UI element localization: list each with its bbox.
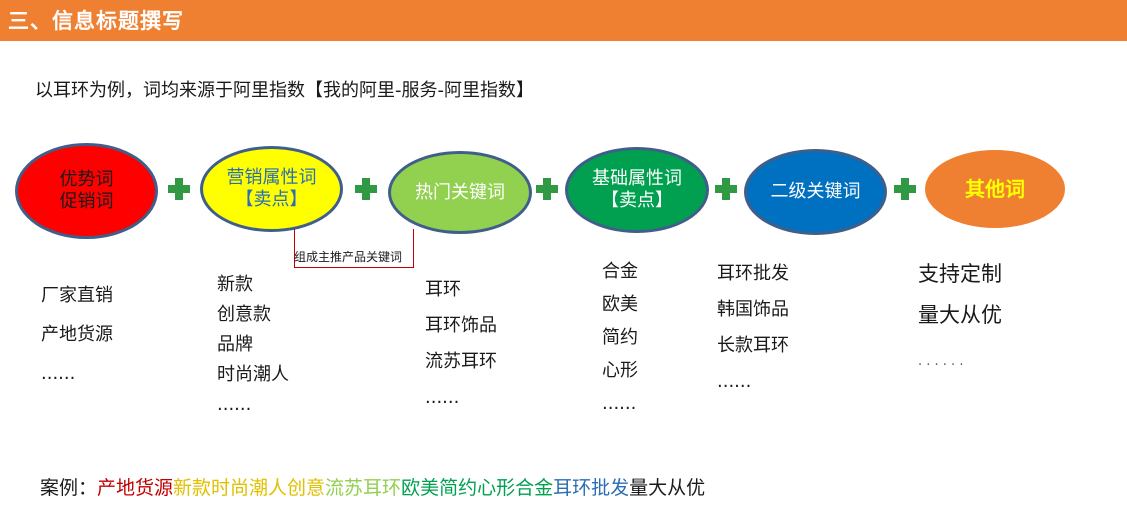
list-item: 产地货源 xyxy=(41,324,113,345)
node-label: 其他词 xyxy=(965,177,1025,201)
list-item: 量大从优 xyxy=(918,303,1002,327)
list-item: 简约 xyxy=(602,327,638,348)
list-item: · · · · · · xyxy=(918,358,964,373)
list-item: ...... xyxy=(217,394,252,415)
example-segment: 量大从优 xyxy=(629,477,706,499)
column-hot-keywords: 耳环 耳环饰品 流苏耳环 ...... xyxy=(425,272,497,416)
node-secondary-keywords: 二级关键词 xyxy=(744,149,887,235)
plus-icon xyxy=(168,178,190,200)
list-item: 厂家直销 xyxy=(41,285,113,306)
node-hot-keywords: 热门关键词 xyxy=(388,151,532,234)
list-item: 欧美 xyxy=(602,294,638,315)
list-item: 支持定制 xyxy=(918,262,1002,286)
example-segment: 耳环批发 xyxy=(553,477,630,499)
list-item: 长款耳环 xyxy=(717,335,789,356)
node-label: 优势词促销词 xyxy=(59,169,114,212)
list-item: 创意款 xyxy=(217,304,271,325)
list-item: ...... xyxy=(41,363,76,384)
page-title: 三、信息标题撰写 xyxy=(8,9,184,33)
example-segment: 流苏耳环 xyxy=(325,477,402,499)
node-advantage-words: 优势词促销词 xyxy=(15,143,158,239)
header-bar: 三、信息标题撰写 xyxy=(0,0,1127,41)
plus-icon xyxy=(715,178,737,200)
column-advantage-words: 厂家直销 产地货源 ...... xyxy=(41,276,113,393)
list-item: 耳环批发 xyxy=(717,263,789,284)
example-segment: 产地货源 xyxy=(97,477,174,499)
list-item: ...... xyxy=(717,371,752,392)
node-basic-attribute-words: 基础属性词【卖点】 xyxy=(565,147,709,233)
list-item: 合金 xyxy=(602,261,638,282)
node-label: 二级关键词 xyxy=(770,181,861,202)
example-segment: 新款时尚潮人创意 xyxy=(173,477,326,499)
list-item: 新款 xyxy=(217,274,253,295)
node-label: 基础属性词【卖点】 xyxy=(592,168,682,211)
list-item: 韩国饰品 xyxy=(717,299,789,320)
example-line: 案例：产地货源新款时尚潮人创意流苏耳环欧美简约心形合金耳环批发量大从优 xyxy=(40,473,705,500)
list-item: 心形 xyxy=(602,360,638,381)
plus-icon xyxy=(355,178,377,200)
node-label: 热门关键词 xyxy=(415,181,505,203)
node-marketing-attribute-words: 营销属性词【卖点】 xyxy=(200,146,343,232)
plus-icon xyxy=(536,178,558,200)
list-item: 流苏耳环 xyxy=(425,351,497,372)
column-secondary-keywords: 耳环批发 韩国饰品 长款耳环 ...... xyxy=(717,256,789,400)
list-item: ...... xyxy=(425,387,460,408)
column-marketing-words: 新款 创意款 品牌 时尚潮人 ...... xyxy=(217,270,289,420)
column-other-words: 支持定制 量大从优 · · · · · · xyxy=(918,254,1002,396)
column-basic-attribute-words: 合金 欧美 简约 心形 ...... xyxy=(602,255,638,420)
node-other-words: 其他词 xyxy=(925,150,1065,228)
plus-icon xyxy=(894,178,916,200)
bracket-connector xyxy=(294,229,414,268)
intro-text: 以耳环为例，词均来源于阿里指数【我的阿里-服务-阿里指数】 xyxy=(35,80,534,101)
bracket-label: 组成主推产品关键词 xyxy=(294,250,403,264)
example-segment: 欧美简约心形合金 xyxy=(401,477,554,499)
list-item: 时尚潮人 xyxy=(217,364,289,385)
list-item: ...... xyxy=(602,393,637,414)
list-item: 耳环饰品 xyxy=(425,315,497,336)
list-item: 品牌 xyxy=(217,334,253,355)
node-label: 营销属性词【卖点】 xyxy=(226,167,317,210)
list-item: 耳环 xyxy=(425,279,461,300)
example-prefix: 案例： xyxy=(40,477,98,499)
